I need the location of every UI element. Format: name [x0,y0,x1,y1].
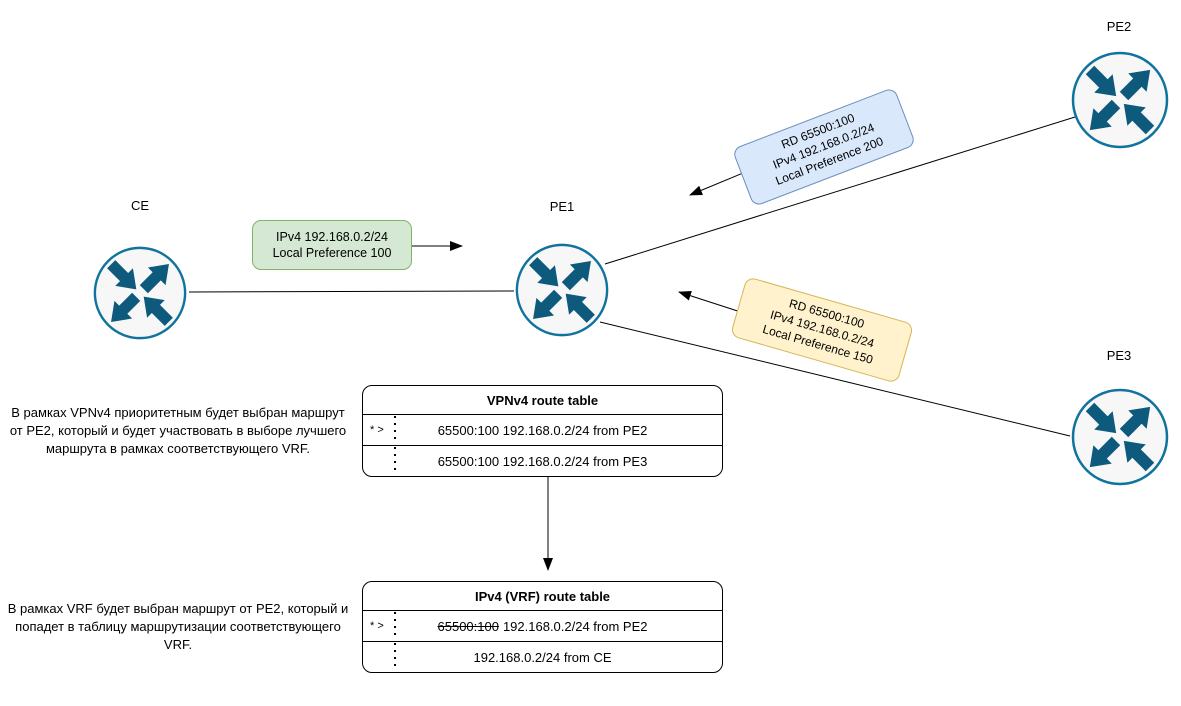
column-divider [394,612,396,640]
node-label-pe1: PE1 [549,199,575,214]
table-row: 65500:100 192.168.0.2/24 from PE3 [363,445,722,476]
router-pe1[interactable] [514,242,610,338]
best-route-marker: * > [370,424,384,436]
route-label-ce-advertise[interactable]: IPv4 192.168.0.2/24 Local Preference 100 [252,220,412,270]
link-pe1-pe2 [604,116,1076,265]
route-entry: 65500:100 192.168.0.2/24 from PE2 [363,415,722,445]
vrf-annotation: В рамках VRF будет выбран маршрут от PE2… [7,601,349,653]
route-entry-text: 192.168.0.2/24 from CE [473,649,612,665]
node-label-ce: CE [130,198,150,213]
column-divider [394,643,396,671]
link-ce-pe1 [188,290,515,293]
route-entry-text: 65500:100 192.168.0.2/24 from PE3 [437,453,648,469]
table-row: 192.168.0.2/24 from CE [363,641,722,672]
route-label-line: IPv4 192.168.0.2/24 [276,229,388,244]
struck-rd-text: 65500:100 [437,618,499,634]
router-icon [515,243,609,337]
best-route-marker: * > [370,620,384,632]
route-entry: 65500:100 192.168.0.2/24 from PE2 [363,611,722,641]
route-entry-text: 192.168.0.2/24 from PE2 [502,618,648,634]
vpnv4-annotation: В рамках VPNv4 приоритетным будет выбран… [9,405,347,457]
link-pe1-pe3 [599,321,1071,437]
table-title: VPNv4 route table [486,392,599,408]
router-icon [1071,51,1169,149]
router-icon [1071,388,1169,486]
router-pe2[interactable] [1070,50,1170,150]
router-pe3[interactable] [1070,387,1170,487]
vpnv4-route-table: VPNv4 route table * > 65500:100 192.168.… [362,385,723,477]
route-label-line: Local Preference 100 [272,246,392,260]
router-icon [93,246,187,340]
column-divider [394,416,396,444]
vrf-route-table: IPv4 (VRF) route table * > 65500:100 192… [362,581,723,673]
router-ce[interactable] [92,245,188,341]
table-row: * > 65500:100 192.168.0.2/24 from PE2 [363,610,722,641]
node-label-pe3: PE3 [1106,348,1132,363]
route-entry: 65500:100 192.168.0.2/24 from PE3 [363,446,722,476]
route-entry-text: 65500:100 192.168.0.2/24 from PE2 [437,422,648,438]
route-entry: 192.168.0.2/24 from CE [363,642,722,672]
table-title: IPv4 (VRF) route table [474,588,611,604]
table-row: * > 65500:100 192.168.0.2/24 from PE2 [363,414,722,445]
column-divider [394,447,396,475]
node-label-pe2: PE2 [1106,19,1132,34]
